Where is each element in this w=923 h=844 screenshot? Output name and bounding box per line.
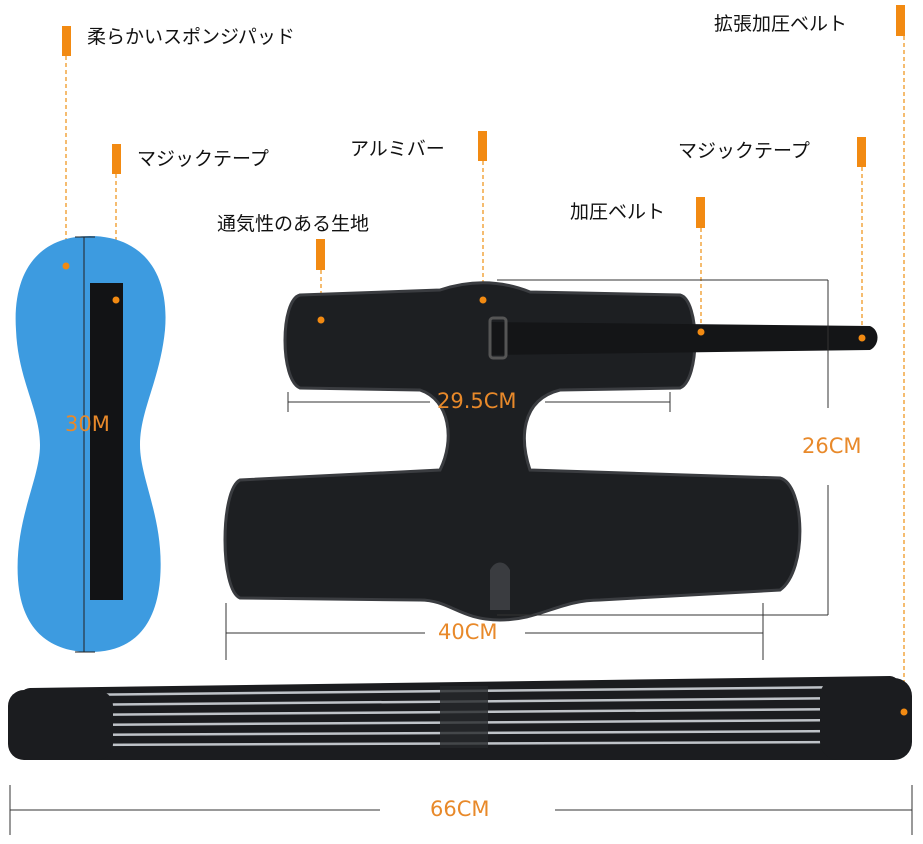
leader-lines [65, 36, 905, 710]
knee-brace [223, 281, 878, 622]
label-velcro-right: マジックテープ [678, 140, 810, 162]
label-sponge-pad: 柔らかいスポンジパッド [87, 26, 295, 48]
dim-brace-width: 40CM [438, 620, 498, 644]
label-markers [62, 5, 905, 270]
extended-belt [8, 676, 912, 760]
dim-brace-height: 26CM [802, 434, 862, 458]
label-velcro-left: マジックテープ [137, 148, 269, 170]
dim-belt-length: 66CM [430, 797, 490, 821]
leader-dots [62, 262, 908, 716]
label-extended-pressure-belt: 拡張加圧ベルト [714, 13, 848, 35]
dim-brace-top-width: 29.5CM [437, 389, 517, 413]
dimension-lines [9, 279, 913, 835]
sponge-pad [15, 236, 166, 653]
label-pressure-belt: 加圧ベルト [570, 201, 666, 223]
label-breathable-fabric: 通気性のある生地 [217, 213, 370, 235]
dim-pad-length: 30M [65, 412, 110, 436]
label-aluminum-bar: アルミバー [350, 138, 445, 160]
